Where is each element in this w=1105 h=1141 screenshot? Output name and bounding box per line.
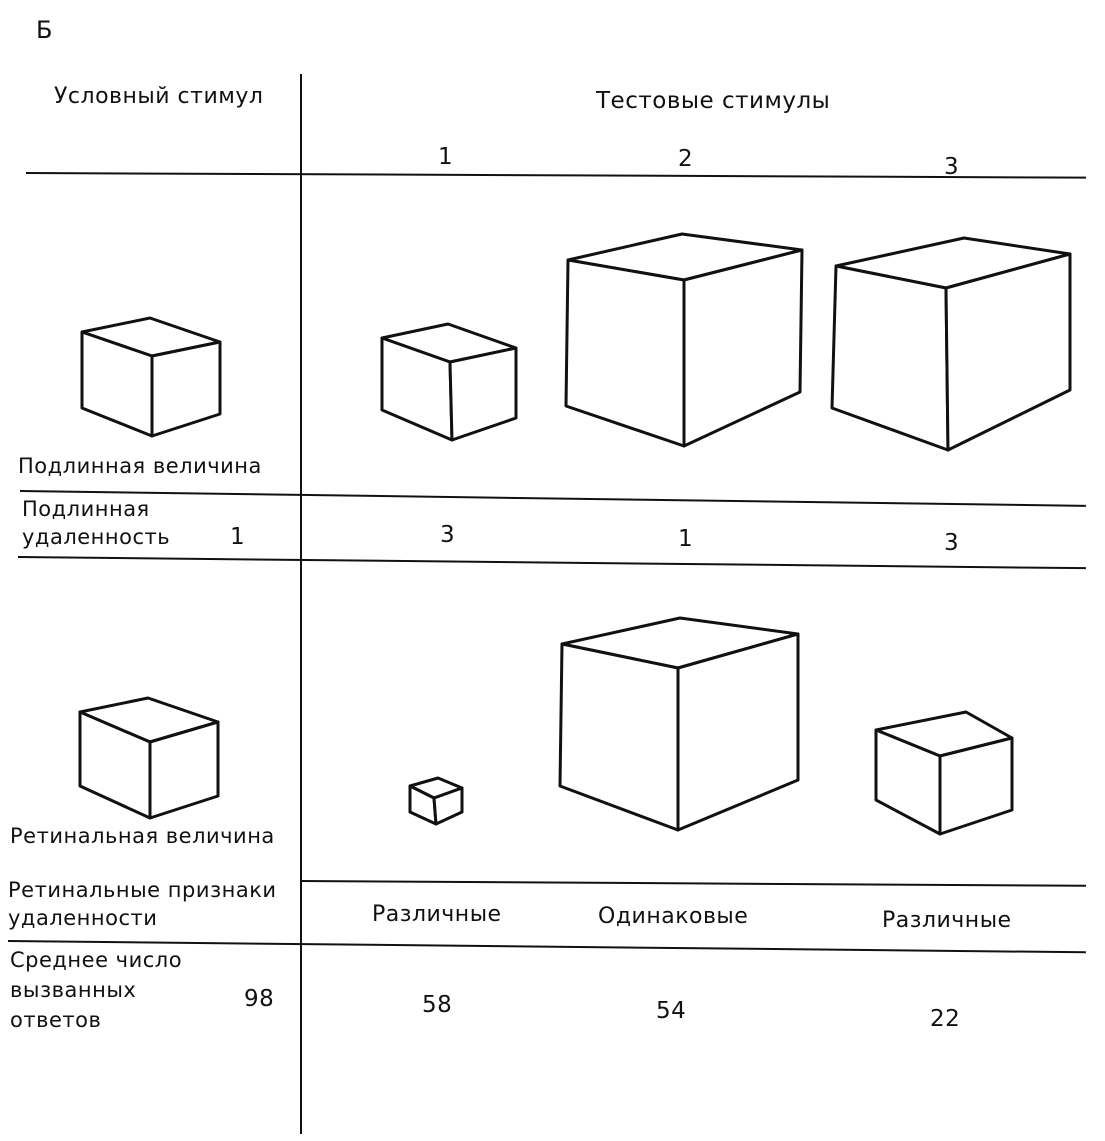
true-distance-test-2: 1 <box>678 526 694 552</box>
true-distance-test-3: 3 <box>944 530 960 556</box>
true-distance-conditioned: 1 <box>230 524 246 550</box>
label-retinal-cues-1: Ретинальные признаки <box>8 878 277 902</box>
retinal-cues-test-2: Одинаковые <box>598 904 749 929</box>
true-distance-test-1: 3 <box>440 522 456 548</box>
label-retinal-cues-2: удаленности <box>8 906 158 930</box>
responses-test-3: 22 <box>930 1006 961 1032</box>
figure-label: Б <box>36 16 53 44</box>
label-responses-1: Среднее число <box>10 948 183 972</box>
column-number-3: 3 <box>944 154 960 180</box>
responses-test-1: 58 <box>422 992 453 1018</box>
responses-conditioned: 98 <box>244 986 275 1012</box>
header-conditioned-stimulus: Условный стимул <box>54 84 264 109</box>
header-test-stimuli: Тестовые стимулы <box>596 88 831 114</box>
label-true-size: Подлинная величина <box>18 454 262 478</box>
label-responses-2: вызванных <box>10 978 137 1002</box>
label-true-distance-2: удаленность <box>22 525 171 549</box>
label-retinal-size: Ретинальная величина <box>10 824 275 848</box>
vertical-divider <box>300 74 302 1134</box>
label-responses-3: ответов <box>10 1008 102 1032</box>
column-number-1: 1 <box>438 144 454 170</box>
label-true-distance-1: Подлинная <box>22 497 150 521</box>
retinal-cues-test-1: Различные <box>372 902 502 927</box>
retinal-cues-test-3: Различные <box>882 908 1012 933</box>
column-number-2: 2 <box>678 146 694 172</box>
responses-test-2: 54 <box>656 998 687 1024</box>
